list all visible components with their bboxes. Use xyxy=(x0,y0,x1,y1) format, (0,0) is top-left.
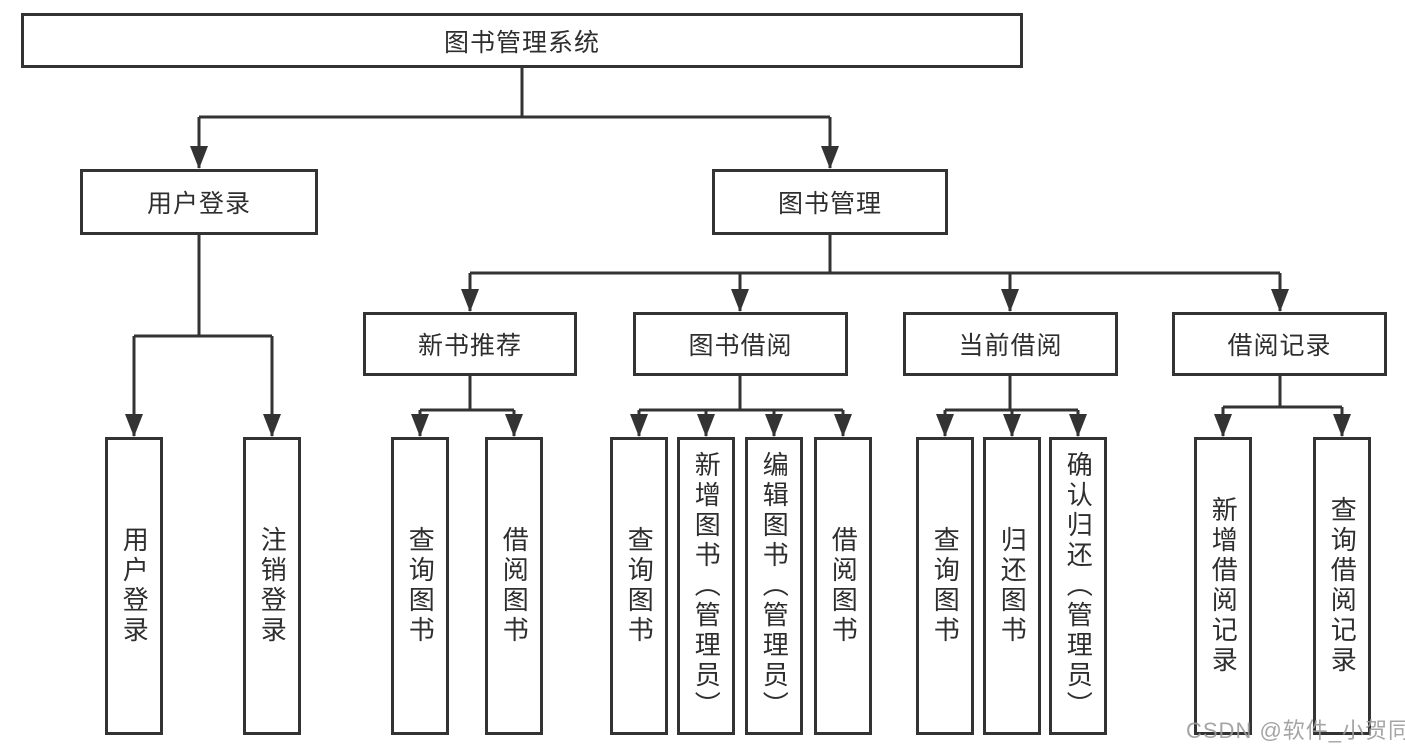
arrowhead xyxy=(821,146,839,169)
arrowhead xyxy=(731,289,749,312)
leaf-logout: 注销登录 xyxy=(243,437,301,735)
arrowhead xyxy=(834,414,852,437)
arrowhead xyxy=(1271,289,1289,312)
leaf-label: 新增图书（管理员） xyxy=(691,451,722,721)
leaf-label: 借阅图书 xyxy=(828,526,859,646)
leaf-return-books: 归还图书 xyxy=(983,437,1041,735)
leaf-label: 查询图书 xyxy=(930,526,961,646)
leaf-label: 确认归还（管理员） xyxy=(1063,451,1094,721)
leaf-add-books-admin: 新增图书（管理员） xyxy=(677,437,735,735)
leaf-add-borrow-record: 新增借阅记录 xyxy=(1194,437,1252,735)
leaf-label: 用户登录 xyxy=(119,526,150,646)
leaf-label: 新增借阅记录 xyxy=(1208,496,1239,676)
node-book-borrowing: 图书借阅 xyxy=(633,312,848,376)
arrowhead xyxy=(263,414,281,437)
leaf-borrow-books-1: 借阅图书 xyxy=(485,437,543,735)
arrowhead xyxy=(190,146,208,169)
leaf-label: 编辑图书（管理员） xyxy=(759,451,790,721)
node-user-login: 用户登录 xyxy=(80,169,318,235)
arrowhead xyxy=(1214,414,1232,437)
arrowhead xyxy=(461,289,479,312)
connector-user-login-children xyxy=(132,235,274,436)
leaf-label: 注销登录 xyxy=(257,526,288,646)
arrowhead xyxy=(765,414,783,437)
leaf-edit-books-admin: 编辑图书（管理员） xyxy=(745,437,803,735)
leaf-user-login: 用户登录 xyxy=(105,437,163,735)
connector-book-borrow-children xyxy=(637,376,845,436)
arrowhead xyxy=(697,414,715,437)
leaf-borrow-books-2: 借阅图书 xyxy=(814,437,872,735)
connector-book-mgmt-children xyxy=(468,235,1282,311)
leaf-label: 归还图书 xyxy=(997,526,1028,646)
node-new-book-recommendation: 新书推荐 xyxy=(363,312,577,376)
node-library-management-system: 图书管理系统 xyxy=(21,13,1023,68)
leaf-query-books-3: 查询图书 xyxy=(916,437,974,735)
connector-root-to-level2 xyxy=(197,68,832,168)
leaf-label: 借阅图书 xyxy=(499,526,530,646)
leaf-label: 查询图书 xyxy=(405,526,436,646)
csdn-watermark: CSDN @软件_小贺同学 xyxy=(1186,718,1405,743)
connector-borrow-records-children xyxy=(1221,376,1344,436)
arrowheads xyxy=(125,146,1351,437)
arrowhead xyxy=(125,414,143,437)
arrowhead xyxy=(630,414,648,437)
arrowhead xyxy=(505,414,523,437)
leaf-confirm-return-admin: 确认归还（管理员） xyxy=(1049,437,1107,735)
leaf-query-books-2: 查询图书 xyxy=(610,437,668,735)
leaf-query-borrow-record: 查询借阅记录 xyxy=(1313,437,1371,735)
node-current-borrowing: 当前借阅 xyxy=(903,312,1118,376)
leaf-label: 查询图书 xyxy=(624,526,655,646)
arrowhead xyxy=(411,414,429,437)
arrowhead xyxy=(1001,289,1019,312)
node-book-management: 图书管理 xyxy=(712,169,948,235)
arrowhead xyxy=(936,414,954,437)
leaf-query-books-1: 查询图书 xyxy=(391,437,449,735)
arrowhead xyxy=(1003,414,1021,437)
node-borrowing-records: 借阅记录 xyxy=(1172,312,1387,376)
arrowhead xyxy=(1069,414,1087,437)
connector-new-book-children xyxy=(418,376,516,436)
arrowhead xyxy=(1333,414,1351,437)
leaf-label: 查询借阅记录 xyxy=(1327,496,1358,676)
